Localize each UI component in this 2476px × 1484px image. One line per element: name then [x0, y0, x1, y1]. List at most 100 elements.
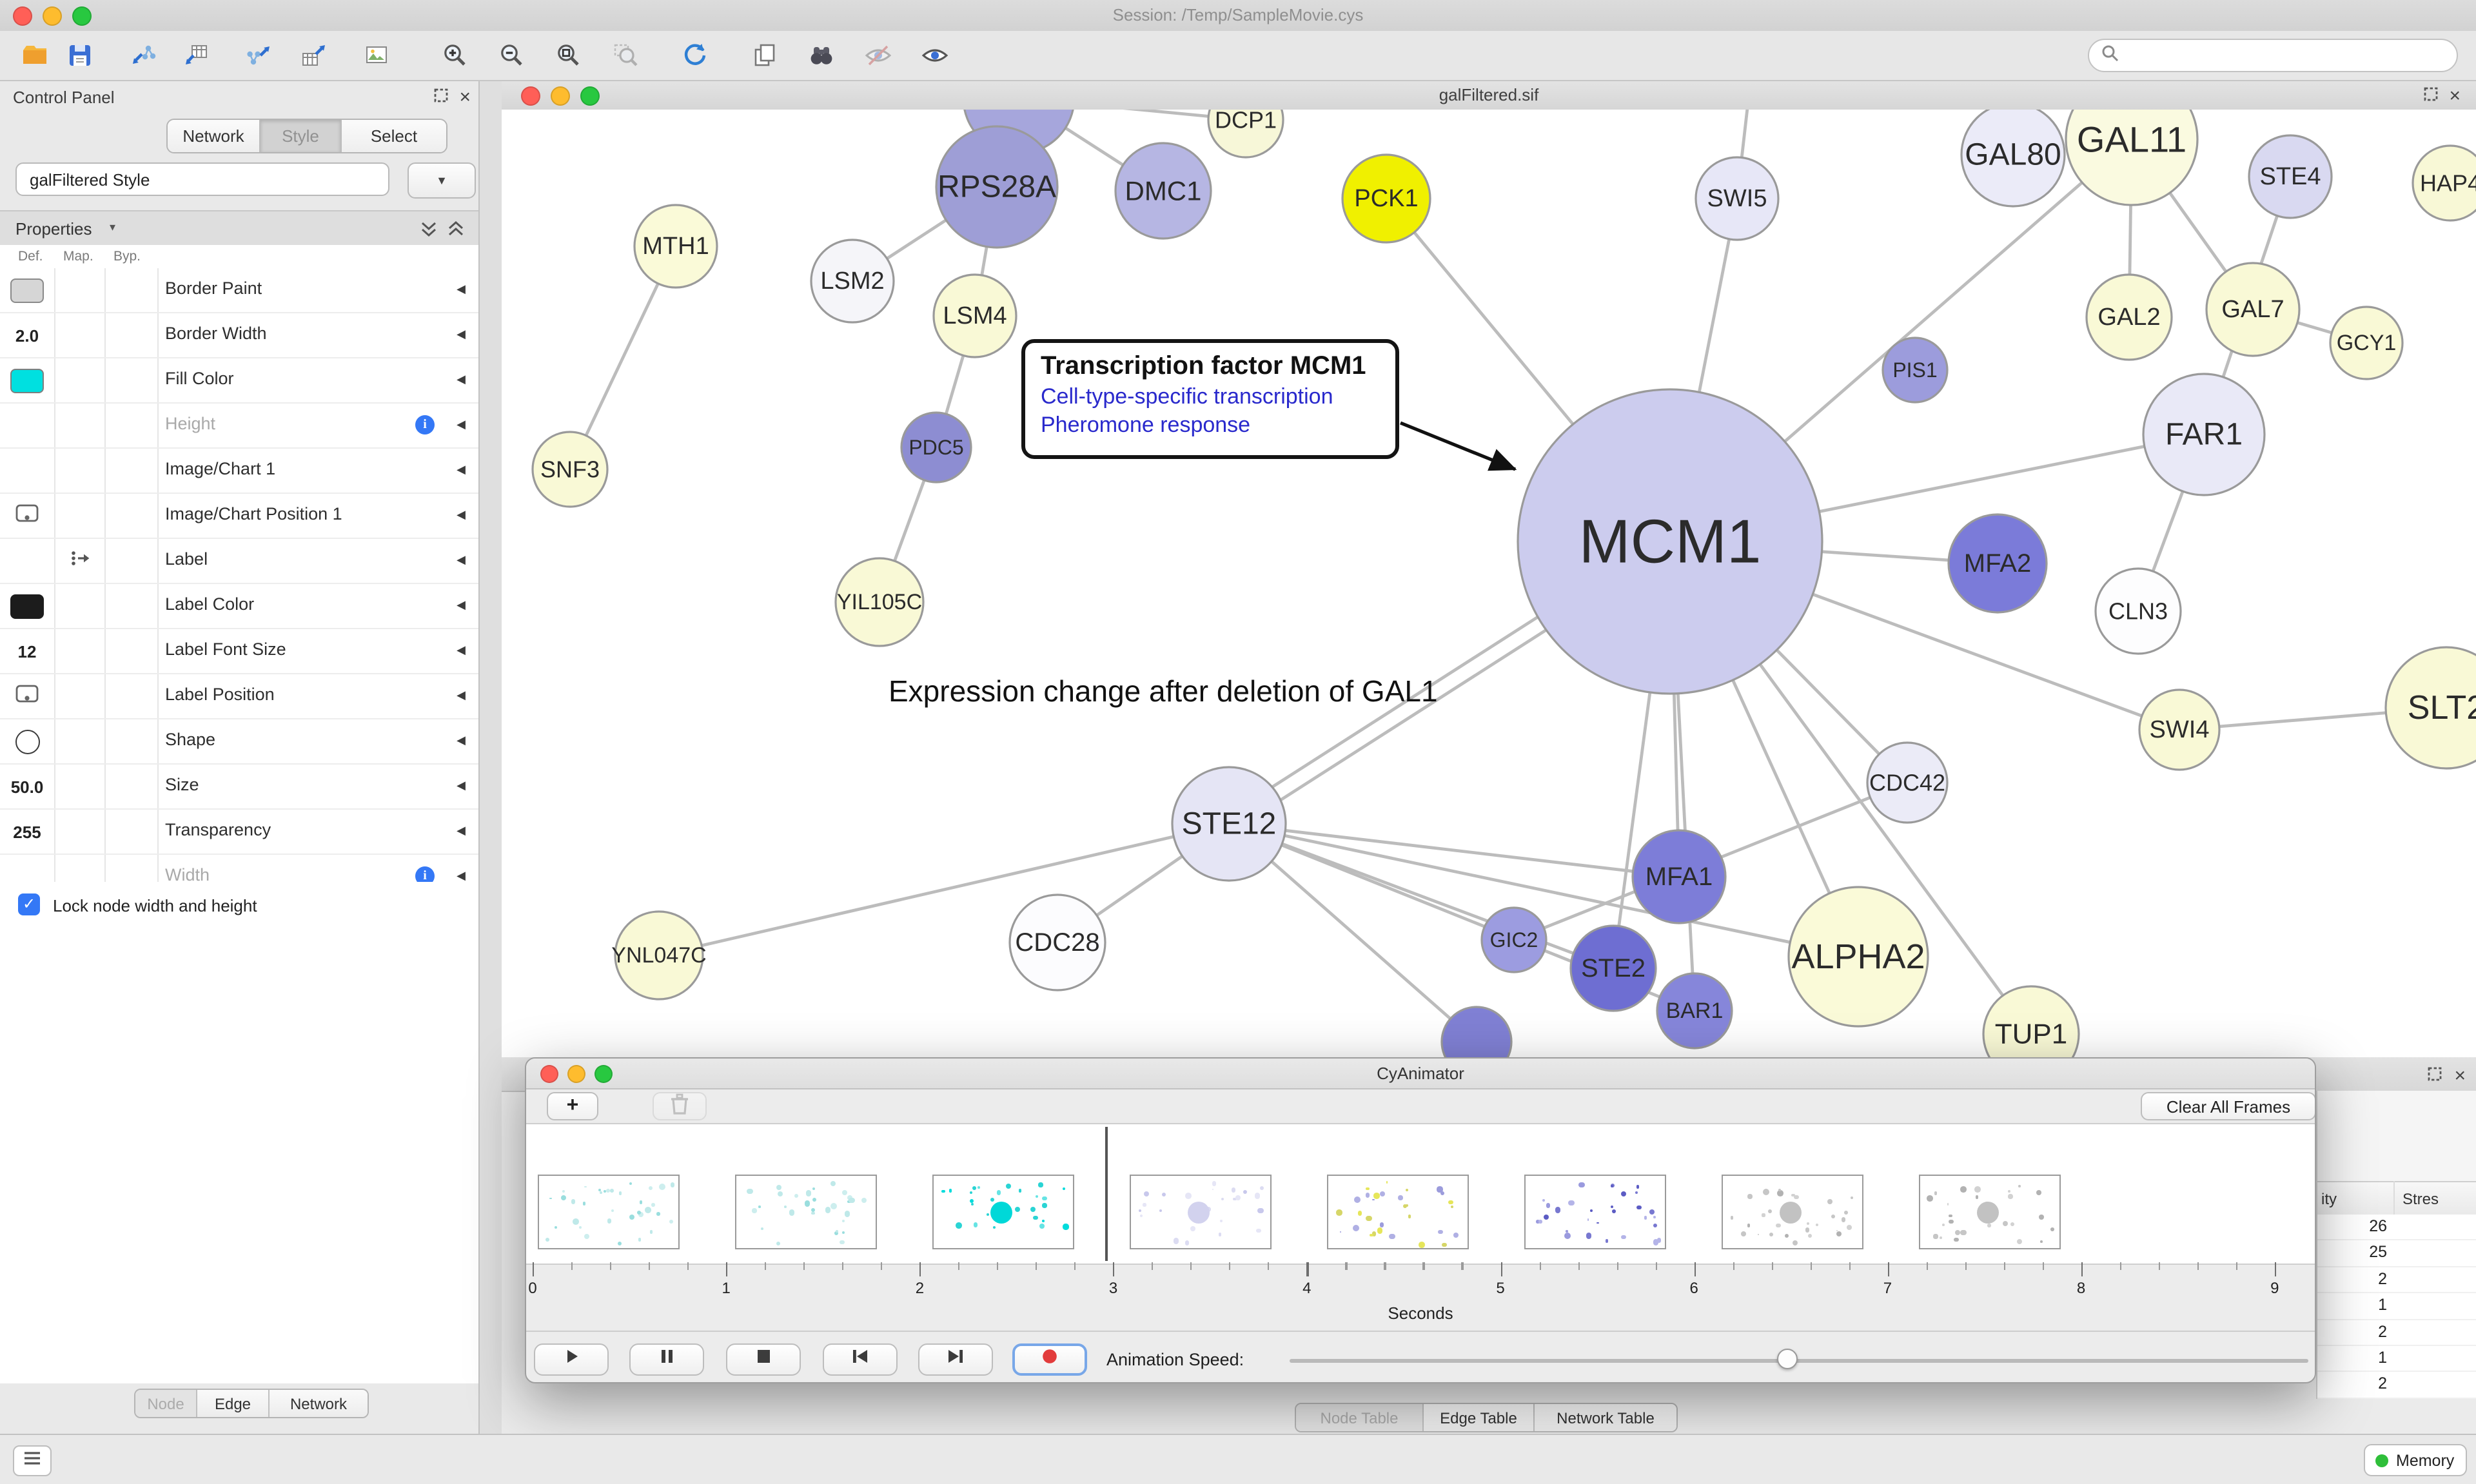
- table-row[interactable]: 25: [2317, 1241, 2476, 1267]
- collapse-all-icon[interactable]: [446, 219, 466, 245]
- import-table-button[interactable]: [177, 36, 215, 75]
- node-SWI5[interactable]: [1695, 156, 1780, 241]
- open-session-button[interactable]: [15, 36, 54, 75]
- node-GAL80[interactable]: [1960, 110, 2066, 208]
- default-cell[interactable]: [0, 358, 55, 402]
- expand-row-icon[interactable]: ◀: [457, 508, 466, 521]
- default-cell[interactable]: 2.0: [0, 313, 55, 357]
- edge-ste12-ynl047c[interactable]: [658, 822, 1230, 957]
- mapping-cell[interactable]: [54, 629, 106, 673]
- default-cell[interactable]: [0, 494, 55, 538]
- tab-network[interactable]: Network: [270, 1390, 368, 1417]
- bypass-cell[interactable]: [104, 765, 159, 808]
- export-image-button[interactable]: [357, 36, 396, 75]
- bypass-cell[interactable]: [104, 719, 159, 763]
- property-row-fill-color[interactable]: Fill Color◀: [0, 358, 478, 404]
- bypass-cell[interactable]: [104, 268, 159, 312]
- expand-row-icon[interactable]: ◀: [457, 327, 466, 340]
- expand-row-icon[interactable]: ◀: [457, 824, 466, 837]
- panel-menu-button[interactable]: [13, 1445, 52, 1476]
- lock-size-checkbox[interactable]: ✓: [18, 893, 40, 915]
- node-SNF3[interactable]: [531, 431, 609, 508]
- position-icon[interactable]: [15, 684, 39, 708]
- bypass-cell[interactable]: [104, 584, 159, 628]
- property-row-border-paint[interactable]: Border Paint◀: [0, 268, 478, 313]
- node-STE4[interactable]: [2248, 134, 2333, 219]
- mapping-cell[interactable]: [54, 404, 106, 447]
- expand-row-icon[interactable]: ◀: [457, 688, 466, 701]
- frame-thumbnail-4[interactable]: [1327, 1175, 1469, 1249]
- node-CDC42[interactable]: [1866, 741, 1949, 824]
- zoom-window-icon[interactable]: [594, 1065, 613, 1083]
- property-row-label-color[interactable]: Label Color◀: [0, 584, 478, 629]
- search-box[interactable]: [2088, 39, 2458, 72]
- mapping-cell[interactable]: [54, 719, 106, 763]
- mapping-cell[interactable]: [54, 810, 106, 854]
- import-network-button[interactable]: [124, 36, 162, 75]
- close-panel-icon[interactable]: ×: [459, 86, 471, 108]
- float-window-icon[interactable]: [2423, 85, 2439, 108]
- property-row-label[interactable]: Label◀: [0, 539, 478, 584]
- frame-thumbnail-1[interactable]: [735, 1175, 877, 1249]
- mapping-cell[interactable]: [54, 539, 106, 583]
- bypass-cell[interactable]: [104, 313, 159, 357]
- default-value[interactable]: 255: [13, 822, 41, 841]
- default-cell[interactable]: [0, 584, 55, 628]
- frame-thumbnail-2[interactable]: [932, 1175, 1074, 1249]
- default-value[interactable]: 12: [17, 641, 37, 661]
- clear-all-frames-button[interactable]: Clear All Frames: [2141, 1092, 2315, 1120]
- node-MCM1[interactable]: [1517, 388, 1823, 695]
- node-BAR1[interactable]: [1656, 972, 1733, 1050]
- properties-header-bar[interactable]: Properties ▾: [0, 210, 478, 248]
- table-header[interactable]: ity Stres: [2317, 1181, 2476, 1217]
- slider-thumb[interactable]: [1777, 1349, 1798, 1369]
- frame-thumbnail-6[interactable]: [1722, 1175, 1863, 1249]
- zoom-window-icon[interactable]: [72, 6, 92, 26]
- default-cell[interactable]: [0, 674, 55, 718]
- memory-button[interactable]: Memory: [2364, 1444, 2467, 1476]
- column-header[interactable]: Stres: [2402, 1190, 2439, 1208]
- bypass-cell[interactable]: [104, 404, 159, 447]
- zoom-window-icon[interactable]: [580, 86, 600, 106]
- zoom-fit-button[interactable]: [549, 36, 588, 75]
- pause-button[interactable]: [629, 1343, 704, 1376]
- node-FAR1[interactable]: [2142, 373, 2266, 496]
- default-cell[interactable]: [0, 404, 55, 447]
- minimize-window-icon[interactable]: [567, 1065, 585, 1083]
- node-pnode[interactable]: [1440, 1006, 1513, 1057]
- node-LSM2[interactable]: [810, 239, 895, 324]
- default-cell[interactable]: 255: [0, 810, 55, 854]
- minimize-window-icon[interactable]: [43, 6, 62, 26]
- save-session-button[interactable]: [61, 36, 99, 75]
- bypass-cell[interactable]: [104, 449, 159, 493]
- default-value[interactable]: 50.0: [10, 777, 44, 796]
- edge-ste12-mfa1[interactable]: [1228, 822, 1680, 879]
- node-GAL11[interactable]: [2065, 110, 2199, 206]
- tab-network-table[interactable]: Network Table: [1535, 1404, 1676, 1431]
- color-swatch[interactable]: [10, 594, 44, 618]
- expand-row-icon[interactable]: ◀: [457, 463, 466, 476]
- node-SLT2[interactable]: [2384, 646, 2476, 770]
- tab-node-table[interactable]: Node Table: [1296, 1404, 1424, 1431]
- node-GCY1[interactable]: [2329, 306, 2404, 380]
- position-icon[interactable]: [15, 503, 39, 528]
- apply-layout-button[interactable]: [676, 36, 714, 75]
- play-button[interactable]: [534, 1343, 609, 1376]
- default-cell[interactable]: 50.0: [0, 765, 55, 808]
- node-GAL7[interactable]: [2205, 262, 2301, 357]
- skip-to-start-button[interactable]: [823, 1343, 898, 1376]
- node-RPS28A[interactable]: [935, 125, 1059, 249]
- default-cell[interactable]: [0, 855, 55, 899]
- node-STE2[interactable]: [1569, 924, 1657, 1012]
- default-cell[interactable]: [0, 539, 55, 583]
- tab-select[interactable]: Select: [342, 120, 446, 152]
- node-MFA2[interactable]: [1947, 513, 2048, 614]
- mapping-cell[interactable]: [54, 855, 106, 899]
- node-TUP1[interactable]: [1982, 985, 2080, 1057]
- bypass-cell[interactable]: [104, 629, 159, 673]
- node-YIL105C[interactable]: [834, 557, 925, 647]
